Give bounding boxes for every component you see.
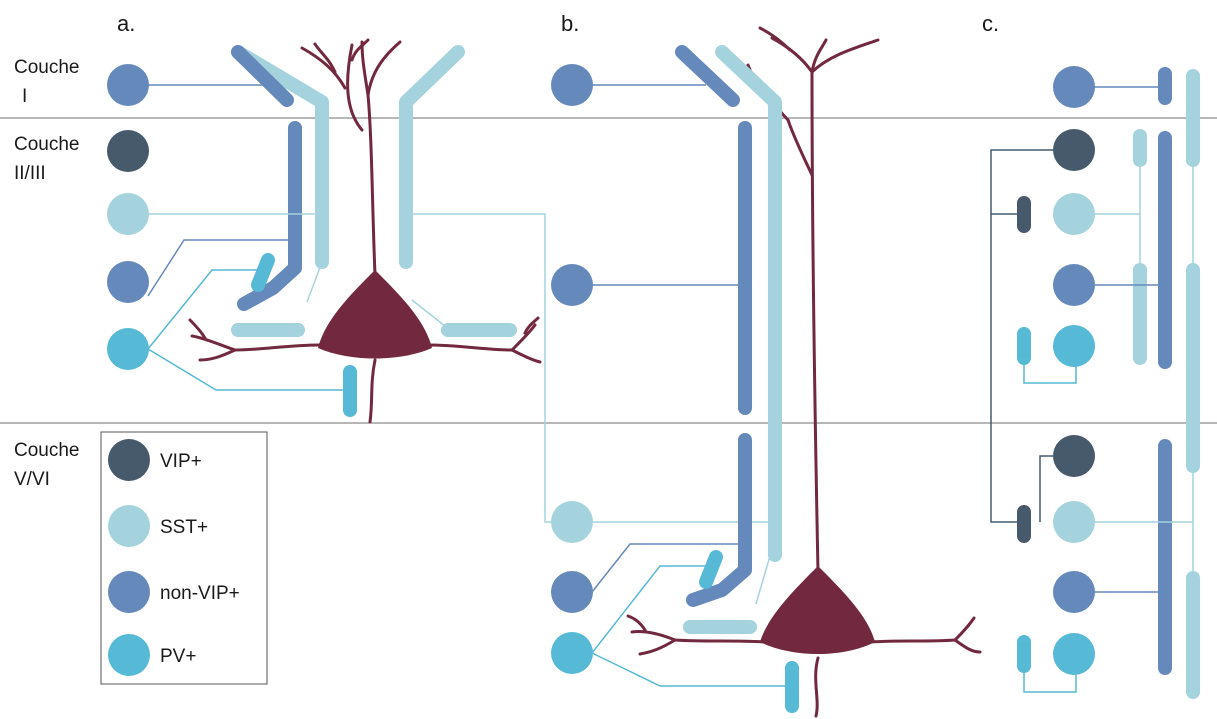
- layer-1-label-line2: I: [22, 86, 27, 107]
- connections-c: [990, 86, 1194, 693]
- panel-label-c: c.: [982, 11, 999, 36]
- nonvip-cell-layer56-b: [551, 571, 593, 613]
- connections-b: [591, 84, 792, 687]
- sst-axon-a: [231, 45, 517, 337]
- legend-label-vip: VIP+: [160, 451, 202, 472]
- pyramidal-soma-b: [760, 566, 875, 654]
- sst-cell-layer23-c: [1053, 193, 1095, 235]
- panel-a: [107, 38, 542, 424]
- legend-label-nonvip: non-VIP+: [160, 583, 240, 604]
- nonvip-cell-layer1-c: [1053, 66, 1095, 108]
- vip-cell-layer56-c: [1053, 435, 1095, 477]
- nonvip-axon-b: [675, 45, 752, 607]
- legend-label-pv: PV+: [160, 646, 196, 667]
- layer-boundaries: [0, 117, 1217, 424]
- pv-terminals-a: [251, 253, 357, 417]
- nonvip-cell-layer23-b: [551, 264, 593, 306]
- pyramidal-neuron-a: [188, 38, 542, 424]
- vip-cell-layer23-a: [107, 130, 149, 172]
- sst-cell-layer23-a: [107, 193, 149, 235]
- layer-23-label-line2: II/III: [14, 163, 46, 184]
- nonvip-cell-layer1-a: [107, 64, 149, 106]
- legend-swatch-vip: [108, 439, 150, 481]
- nonvip-cell-layer23-a: [107, 261, 149, 303]
- layer-1-label-line1: Couche: [14, 57, 80, 78]
- legend-swatch-nonvip: [108, 571, 150, 613]
- pv-cell-layer23-c: [1053, 325, 1095, 367]
- connections-a: [147, 84, 451, 391]
- sst-cell-layer56-b: [551, 501, 593, 543]
- panel-label-a: a.: [117, 11, 135, 36]
- pyramidal-soma-a: [318, 270, 432, 359]
- nonvip-cell-layer56-c: [1053, 571, 1095, 613]
- panel-c: [990, 66, 1200, 699]
- sst-bars-c: [1133, 69, 1200, 699]
- legend: VIP+ SST+ non-VIP+ PV+: [100, 431, 268, 685]
- sst-cell-layer56-c: [1053, 501, 1095, 543]
- layer-56-label-line1: Couche: [14, 440, 80, 461]
- vip-cell-layer23-c: [1053, 129, 1095, 171]
- nonvip-cell-layer23-c: [1053, 264, 1095, 306]
- nonvip-cell-layer1-b: [551, 64, 593, 106]
- legend-swatch-sst: [108, 505, 150, 547]
- layer-labels: Couche I Couche II/III Couche V/VI: [14, 57, 80, 490]
- layer-23-label-line1: Couche: [14, 134, 80, 155]
- legend-swatch-pv: [108, 634, 150, 676]
- nonvip-axon-a: [231, 45, 302, 311]
- panel-b: [406, 26, 982, 718]
- pv-cell-layer23-a: [107, 328, 149, 370]
- panel-label-b: b.: [561, 11, 579, 36]
- pv-cell-layer56-b: [551, 632, 593, 674]
- legend-label-sst: SST+: [160, 517, 208, 538]
- layer-56-label-line2: V/VI: [14, 469, 50, 490]
- pv-cell-layer56-c: [1053, 633, 1095, 675]
- sst-long-connection-b: [406, 213, 775, 523]
- pv-terminals-b: [699, 550, 799, 713]
- sst-axon-b: [683, 45, 782, 634]
